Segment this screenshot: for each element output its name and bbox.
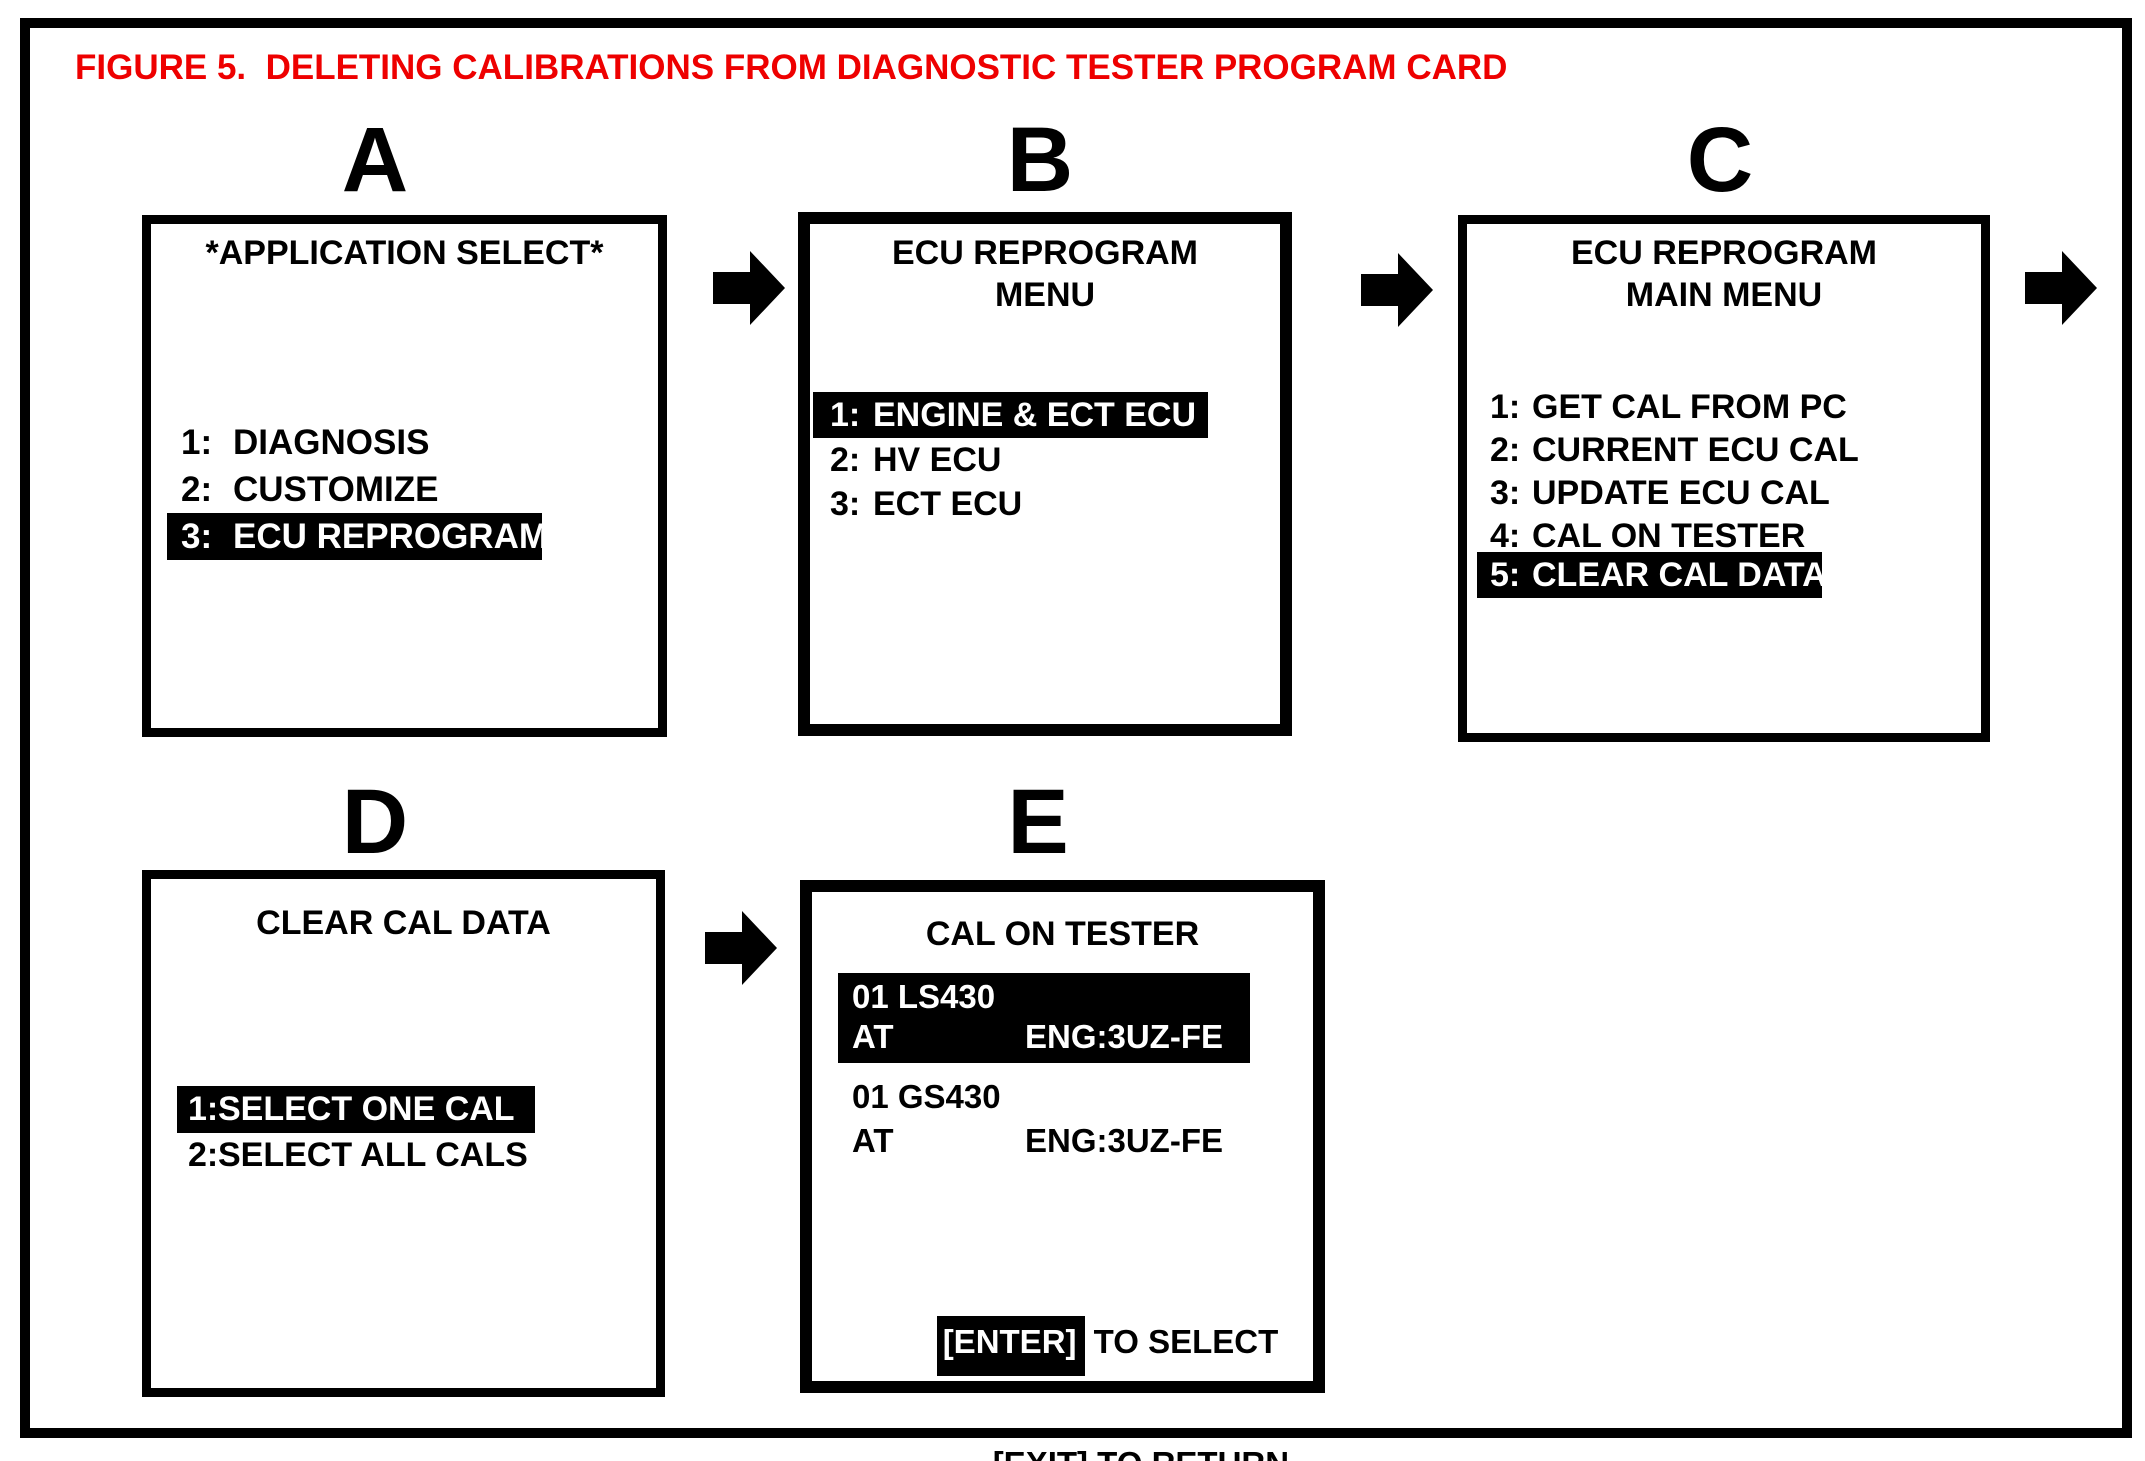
menu-item-highlighted: 1: ENGINE & ECT ECU: [813, 392, 1208, 438]
screen-title: ECU REPROGRAM MAIN MENU: [1467, 232, 1981, 316]
screen-title-line: ECU REPROGRAM: [1570, 234, 1878, 272]
screen-title: *APPLICATION SELECT*: [205, 234, 604, 272]
screen-footer-hints: [ENTER] TO SELECT [EXIT] TO RETURN: [845, 1271, 1289, 1461]
menu-item-label: GET CAL FROM PC: [1532, 388, 1847, 426]
enter-hint: [ENTER] TO SELECT: [845, 1271, 1289, 1409]
screen-title-line: MENU: [994, 276, 1096, 314]
menu-item-number: 1:: [1490, 388, 1521, 426]
enter-action-label: TO SELECT: [1084, 1323, 1279, 1360]
cal-detail-row: AT ENG:3UZ-FE: [852, 1017, 1250, 1057]
cal-model: 01 GS430: [852, 1078, 1001, 1115]
menu-item-label: ENGINE & ECT ECU: [873, 396, 1197, 434]
screen-a-application-select: *APPLICATION SELECT* 1: DIAGNOSIS 2: CUS…: [142, 215, 667, 737]
screen-title-line: ECU REPROGRAM: [891, 234, 1199, 272]
exit-action-label: TO RETURN: [1088, 1445, 1289, 1461]
menu-item-label: DIAGNOSIS: [233, 423, 430, 462]
menu-item: 3: ECT ECU: [810, 482, 1280, 526]
step-label-b: B: [1006, 109, 1074, 211]
step-label-e: E: [1007, 771, 1069, 873]
menu-item: 2: CURRENT ECU CAL: [1467, 429, 1981, 472]
menu-item-number: 1:: [830, 396, 861, 434]
menu-item-label: CLEAR CAL DATA: [1532, 556, 1827, 594]
step-label-c: C: [1686, 109, 1754, 211]
cal-entry-highlighted: 01 LS430 AT ENG:3UZ-FE: [838, 973, 1250, 1063]
menu-item-label: HV ECU: [873, 441, 1002, 479]
menu-list: 1: DIAGNOSIS 2: CUSTOMIZE 3: ECU REPROGR…: [151, 419, 658, 560]
enter-key-label: [ENTER]: [936, 1316, 1085, 1376]
menu-item: 4: CAL ON TESTER: [1467, 515, 1981, 558]
screen-c-ecu-reprogram-main-menu: ECU REPROGRAM MAIN MENU 1: GET CAL FROM …: [1458, 215, 1990, 742]
menu-item-label: SELECT ONE CAL: [218, 1090, 515, 1128]
menu-item-number: 3:: [181, 517, 213, 556]
screen-b-ecu-reprogram-menu: ECU REPROGRAM MENU 1: ENGINE & ECT ECU 2…: [798, 212, 1292, 736]
flow-arrow-d-to-e-icon: [705, 911, 777, 985]
menu-item: 3: UPDATE ECU CAL: [1467, 472, 1981, 515]
menu-item-number: 4:: [1490, 517, 1521, 555]
menu-item-number: 2:: [181, 470, 213, 509]
exit-hint: [EXIT] TO RETURN: [845, 1401, 1289, 1461]
menu-list: 1: ENGINE & ECT ECU 2: HV ECU 3: ECT ECU: [810, 392, 1280, 526]
screen-title: CAL ON TESTER: [925, 915, 1200, 953]
menu-item-label: ECU REPROGRAM: [233, 517, 549, 556]
menu-list: 1: GET CAL FROM PC 2: CURRENT ECU CAL 3:…: [1467, 386, 1981, 598]
menu-item-label: SELECT ALL CALS: [218, 1136, 528, 1174]
menu-item-label: CAL ON TESTER: [1532, 517, 1806, 555]
cal-entry: 01 GS430 AT ENG:3UZ-FE: [812, 1075, 1313, 1163]
screen-e-cal-on-tester: CAL ON TESTER 01 LS430 AT ENG:3UZ-FE 01 …: [800, 880, 1325, 1461]
menu-item-label: UPDATE ECU CAL: [1532, 474, 1830, 512]
menu-item-highlighted: 1: SELECT ONE CAL: [177, 1086, 535, 1133]
menu-item-number: 2:: [1490, 431, 1521, 469]
cal-engine: ENG:3UZ-FE: [1025, 1122, 1223, 1159]
menu-item: 2: HV ECU: [810, 438, 1280, 482]
exit-key-label: [EXIT]: [993, 1445, 1088, 1461]
cal-transmission: AT: [852, 1122, 894, 1159]
menu-item: 2: SELECT ALL CALS: [151, 1133, 656, 1178]
figure-title: FIGURE 5. DELETING CALIBRATIONS FROM DIA…: [75, 48, 1508, 87]
screen-title-line: MAIN MENU: [1625, 276, 1823, 314]
menu-item-number: 1:: [181, 423, 213, 462]
menu-item-highlighted: 5: CLEAR CAL DATA: [1477, 552, 1827, 598]
menu-item: 2: CUSTOMIZE: [151, 466, 658, 513]
menu-item: 1: DIAGNOSIS: [151, 419, 658, 466]
step-label-a: A: [341, 109, 409, 211]
menu-item-highlighted: 3: ECU REPROGRAM: [167, 513, 548, 560]
cal-model: 01 LS430: [852, 978, 996, 1015]
menu-item-number: 2:: [830, 441, 861, 479]
flow-arrow-b-to-c-icon: [1361, 253, 1433, 327]
cal-detail-row: AT ENG:3UZ-FE: [852, 1119, 1313, 1163]
menu-item-label: ECT ECU: [873, 485, 1023, 523]
screen-title: ECU REPROGRAM MENU: [810, 232, 1280, 316]
menu-list: 1: SELECT ONE CAL 2: SELECT ALL CALS: [151, 1086, 656, 1178]
screen-d-clear-cal-data: CLEAR CAL DATA 1: SELECT ONE CAL 2: SELE…: [142, 870, 665, 1397]
flow-arrow-c-to-next-icon: [2025, 251, 2097, 325]
menu-item-number: 3:: [830, 485, 861, 523]
menu-item-label: CURRENT ECU CAL: [1532, 431, 1859, 469]
menu-item-number: 1:: [188, 1090, 219, 1128]
cal-engine: ENG:3UZ-FE: [1025, 1018, 1223, 1055]
step-label-d: D: [341, 771, 409, 873]
cal-transmission: AT: [852, 1018, 894, 1055]
menu-item-number: 3:: [1490, 474, 1521, 512]
menu-item-number: 5:: [1490, 556, 1521, 594]
menu-item-label: CUSTOMIZE: [233, 470, 439, 509]
menu-item-number: 2:: [188, 1136, 219, 1174]
figure-border: FIGURE 5. DELETING CALIBRATIONS FROM DIA…: [20, 18, 2132, 1461]
screen-title: CLEAR CAL DATA: [256, 904, 551, 942]
flow-arrow-a-to-b-icon: [713, 251, 785, 325]
menu-item: 1: GET CAL FROM PC: [1467, 386, 1981, 429]
